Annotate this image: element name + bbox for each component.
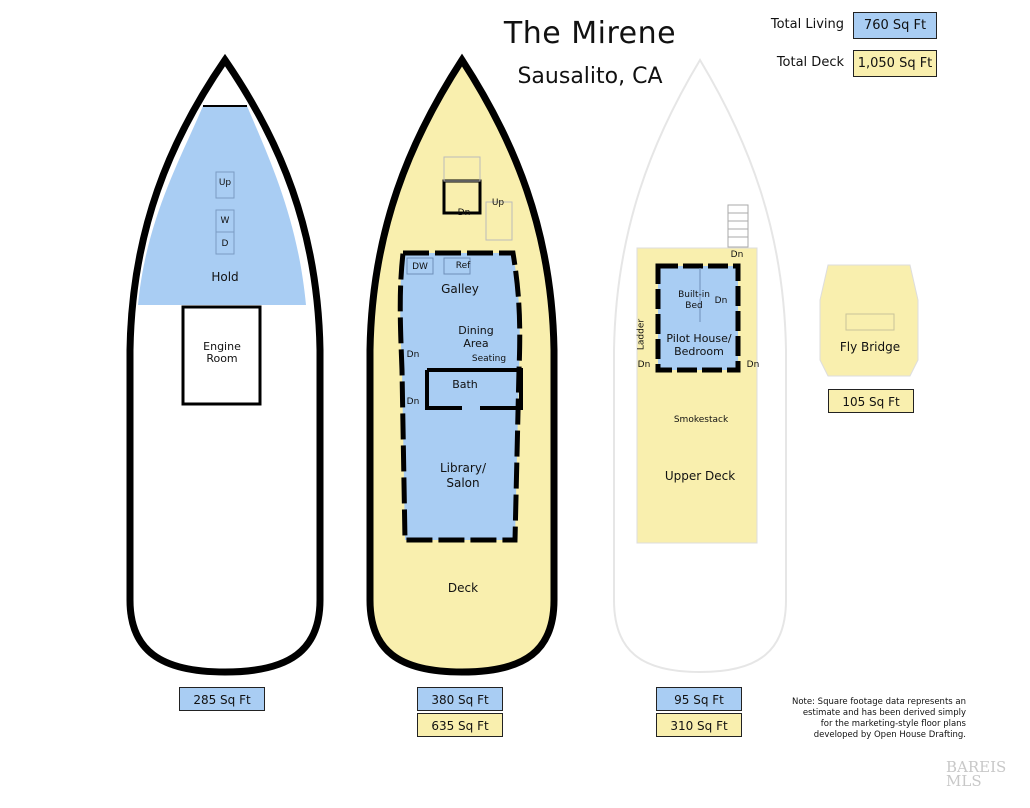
dryer-label: D [221, 239, 229, 249]
engine-room-label: Engine Room [203, 340, 241, 365]
bed-down-label: Dn [714, 296, 728, 306]
built-in-bed-label: Built-in Bed [678, 290, 710, 311]
hull2-living-area: 380 Sq Ft [417, 687, 503, 711]
hull3-living-area: 95 Sq Ft [656, 687, 742, 711]
upper-down-label-top: Dn [730, 250, 744, 260]
refrigerator-label: Ref [455, 261, 471, 271]
flybridge-deck-area: 105 Sq Ft [828, 389, 914, 413]
total-living-label: Total Living [770, 17, 844, 32]
cabin-area [397, 250, 523, 543]
stair-up-label: Up [218, 178, 232, 188]
deck-label: Deck [447, 581, 479, 595]
pilot-house-label: Pilot House/ Bedroom [666, 332, 732, 358]
down-label-2: Dn [406, 397, 420, 407]
total-living-value: 760 Sq Ft [853, 12, 937, 39]
hull-upper-level [613, 58, 787, 674]
hatch-up-label: Up [491, 198, 505, 208]
smokestack-label: Smokestack [673, 415, 729, 425]
hold-label: Hold [211, 270, 239, 284]
upper-down-label-left: Dn [637, 360, 651, 370]
washer-label: W [220, 216, 230, 226]
pilot-house-area [655, 263, 741, 373]
hull2-deck-area: 635 Sq Ft [417, 713, 503, 737]
hull1-living-area: 285 Sq Ft [179, 687, 265, 711]
fly-bridge-label: Fly Bridge [839, 340, 901, 354]
hull3-deck-area: 310 Sq Ft [656, 713, 742, 737]
upper-deck-label: Upper Deck [664, 469, 736, 483]
total-deck-value: 1,050 Sq Ft [853, 50, 937, 77]
total-deck-label: Total Deck [776, 55, 844, 70]
engine-room-outline [181, 305, 262, 406]
seating-label: Seating [471, 354, 507, 364]
hatch-down-label: Dn [457, 208, 471, 218]
disclaimer-note: Note: Square footage data represents an … [792, 697, 966, 740]
hull-main-level [366, 53, 558, 676]
hull-lower-level [126, 53, 324, 676]
fly-bridge [819, 264, 919, 377]
hold-area [138, 106, 306, 305]
page-title: The Mirene [503, 16, 677, 51]
dishwasher-label: DW [412, 262, 428, 272]
watermark-logo: BAREIS MLS [946, 758, 1007, 790]
down-label-1: Dn [406, 350, 420, 360]
bath-label: Bath [452, 378, 478, 391]
page-subtitle: Sausalito, CA [517, 64, 663, 89]
upper-down-label-right: Dn [746, 360, 760, 370]
galley-label: Galley [441, 282, 479, 296]
ladder-label: Ladder [636, 318, 647, 351]
library-salon-label: Library/ Salon [439, 461, 486, 490]
dining-area-label: Dining Area [458, 324, 494, 350]
